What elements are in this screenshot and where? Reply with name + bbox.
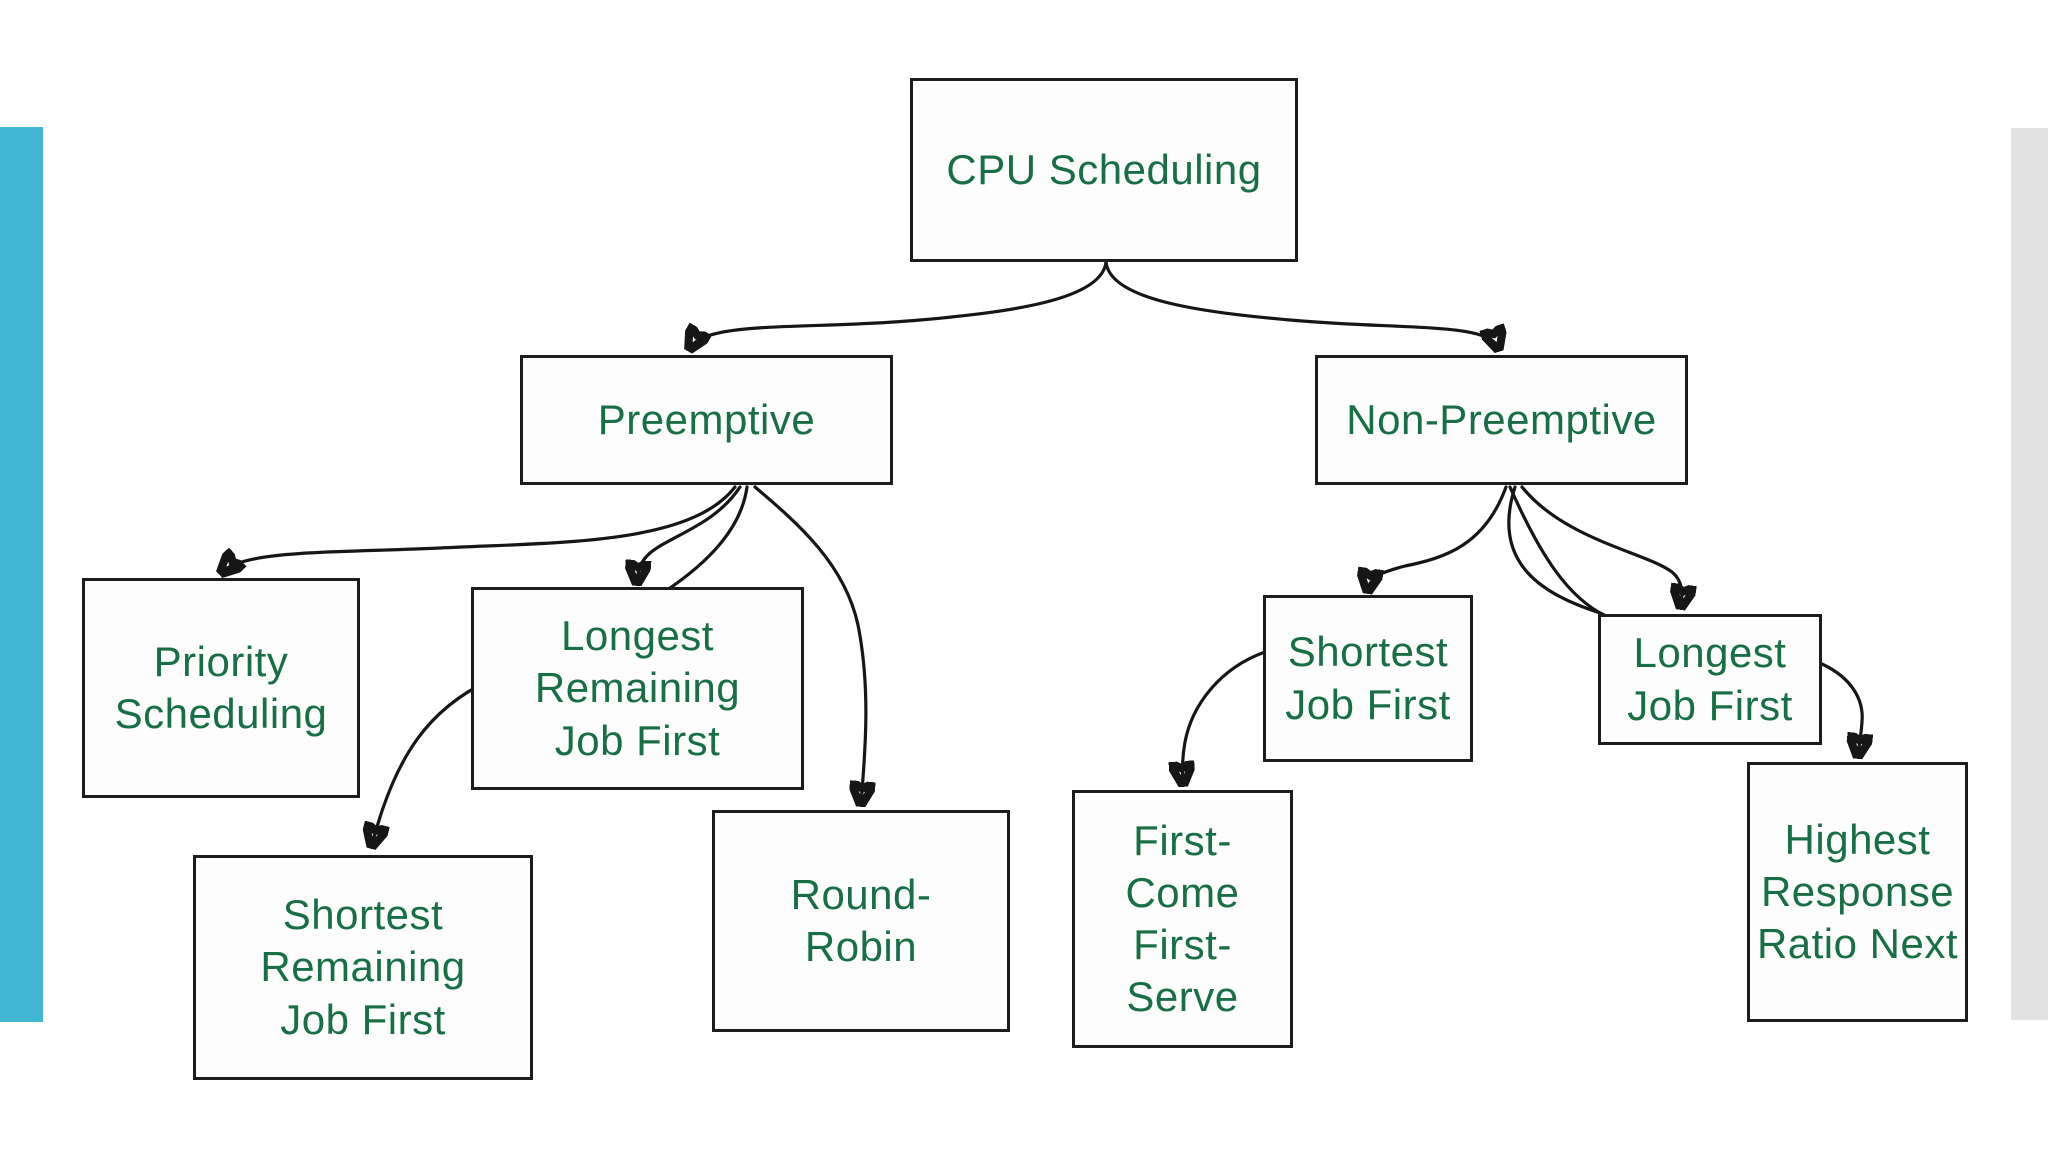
right-gray-bar — [2011, 128, 2048, 1020]
node-longest-job-first: Longest Job First — [1598, 614, 1822, 745]
node-preemptive-label: Preemptive — [597, 395, 816, 443]
edge-preemptive-priority-scheduling — [222, 485, 737, 572]
edge-non-preemptive-longest-job-first — [1520, 485, 1682, 606]
left-accent-bar — [0, 127, 43, 1022]
edge-non-preemptive-longest-job-first-strand-b — [1508, 485, 1608, 618]
node-preemptive: Preemptive — [520, 355, 893, 485]
node-first-come-first-serve-label: First-Come First-Serve — [1125, 816, 1240, 1021]
edge-preemptive-round-robin — [753, 485, 866, 803]
node-non-preemptive-label: Non-Preemptive — [1346, 395, 1657, 443]
edge-non-preemptive-shortest-job-first — [1368, 485, 1508, 590]
node-cpu-scheduling-label: CPU Scheduling — [946, 145, 1262, 193]
node-shortest-remaining-job-first-label: Shortest Remaining Job First — [260, 891, 466, 1043]
node-non-preemptive: Non-Preemptive — [1315, 355, 1688, 485]
node-longest-job-first-label: Longest Job First — [1627, 629, 1793, 729]
edge-preemptive-longest-remaining-job-first — [637, 485, 742, 582]
node-priority-scheduling-label: Priority Scheduling — [114, 637, 328, 737]
node-longest-remaining-job-first: Longest Remaining Job First — [471, 587, 804, 790]
node-round-robin-label: Round-Robin — [790, 870, 932, 970]
node-round-robin: Round-Robin — [712, 810, 1010, 1032]
node-highest-response-ratio-next: Highest Response Ratio Next — [1747, 762, 1968, 1022]
node-cpu-scheduling: CPU Scheduling — [910, 78, 1298, 262]
node-shortest-remaining-job-first: Shortest Remaining Job First — [193, 855, 533, 1080]
node-priority-scheduling: Priority Scheduling — [82, 578, 360, 798]
edge-longest-job-first-highest-response-ratio-next — [1820, 662, 1862, 755]
node-shortest-job-first: Shortest Job First — [1263, 595, 1473, 762]
edge-non-preemptive-longest-job-first-strand-a — [1507, 485, 1602, 615]
node-shortest-job-first-label: Shortest Job First — [1285, 628, 1451, 728]
edge-cpu-scheduling-non-preemptive — [1104, 260, 1498, 348]
node-highest-response-ratio-next-label: Highest Response Ratio Next — [1756, 815, 1959, 968]
node-first-come-first-serve: First-Come First-Serve — [1072, 790, 1293, 1048]
node-longest-remaining-job-first-label: Longest Remaining Job First — [534, 612, 741, 764]
edge-cpu-scheduling-preemptive — [690, 260, 1108, 348]
edge-shortest-job-first-first-come-first-serve — [1182, 650, 1267, 783]
